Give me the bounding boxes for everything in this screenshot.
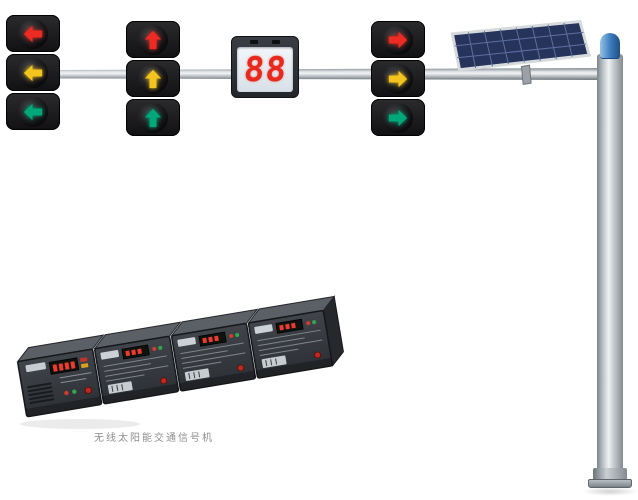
red-right-arrow-icon bbox=[388, 31, 408, 48]
countdown-display: 88 bbox=[231, 36, 299, 98]
pole-base-plate bbox=[588, 479, 632, 488]
vent-slot bbox=[272, 40, 280, 44]
status-led-green bbox=[72, 389, 77, 394]
green-right-arrow-icon bbox=[388, 109, 408, 126]
solar-cell-grid bbox=[454, 22, 586, 69]
red-left-arrow-icon bbox=[23, 25, 43, 42]
module-label bbox=[100, 350, 120, 360]
status-led-red bbox=[152, 346, 157, 351]
solar-support-bracket bbox=[520, 64, 532, 86]
signal-head-left-arrows bbox=[6, 15, 60, 130]
module-button bbox=[160, 377, 168, 385]
signal-lens bbox=[18, 18, 48, 49]
vent-grille bbox=[26, 382, 55, 405]
green-up-arrow-icon bbox=[144, 108, 162, 127]
signal-lens bbox=[383, 102, 413, 133]
yellow-up-arrow-icon bbox=[144, 69, 162, 88]
signal-module bbox=[6, 15, 60, 52]
pole-base-collar bbox=[593, 468, 627, 480]
controller-module bbox=[170, 308, 259, 392]
yellow-right-arrow-icon bbox=[388, 70, 408, 87]
signal-module bbox=[371, 60, 425, 97]
signal-module bbox=[6, 93, 60, 130]
countdown-panel: 88 bbox=[237, 47, 293, 92]
signal-module bbox=[126, 21, 180, 58]
status-led-green bbox=[235, 333, 240, 338]
module-label bbox=[25, 362, 47, 373]
module-button bbox=[314, 351, 322, 359]
signal-module bbox=[6, 54, 60, 91]
rack-shadow bbox=[20, 419, 140, 429]
controller-module bbox=[247, 295, 344, 379]
module-button bbox=[237, 364, 245, 372]
pole-ground-shadow bbox=[582, 487, 638, 496]
signal-head-up-arrows bbox=[126, 21, 180, 136]
solar-panel bbox=[450, 19, 592, 86]
yellow-left-arrow-icon bbox=[23, 64, 43, 81]
signal-module bbox=[126, 99, 180, 136]
signal-module bbox=[371, 21, 425, 58]
pole-cap bbox=[600, 33, 620, 59]
controller-main-module bbox=[16, 334, 105, 418]
vent-slot bbox=[250, 40, 258, 44]
status-led-green bbox=[158, 345, 163, 350]
controller-module bbox=[93, 321, 182, 405]
countdown-digits: 88 bbox=[241, 49, 289, 90]
product-caption: 无线太阳能交通信号机 bbox=[94, 433, 214, 444]
small-button-red bbox=[79, 357, 88, 363]
status-led-green bbox=[312, 320, 317, 325]
green-left-arrow-icon bbox=[23, 103, 43, 120]
red-up-arrow-icon bbox=[144, 30, 162, 49]
status-led-red bbox=[64, 390, 69, 396]
signal-lens bbox=[138, 63, 168, 94]
signal-lens bbox=[383, 63, 413, 94]
signal-lens bbox=[138, 24, 168, 55]
module-label bbox=[177, 337, 196, 347]
module-sticker bbox=[184, 368, 210, 381]
status-led-red bbox=[306, 321, 311, 326]
signal-head-right-arrows bbox=[371, 21, 425, 136]
signal-lens bbox=[18, 96, 48, 127]
countdown-top-vents bbox=[232, 40, 298, 44]
signal-lens bbox=[18, 57, 48, 88]
signal-lens bbox=[383, 24, 413, 55]
signal-pole bbox=[597, 54, 623, 478]
power-button bbox=[84, 386, 92, 395]
controller-rack bbox=[16, 295, 344, 429]
module-sticker bbox=[107, 381, 133, 394]
small-button-yellow bbox=[80, 363, 89, 369]
signal-module bbox=[371, 99, 425, 136]
module-label bbox=[254, 324, 273, 334]
module-sticker bbox=[261, 355, 287, 369]
status-led-red bbox=[229, 333, 234, 338]
signal-module bbox=[126, 60, 180, 97]
signal-lens bbox=[138, 102, 168, 133]
